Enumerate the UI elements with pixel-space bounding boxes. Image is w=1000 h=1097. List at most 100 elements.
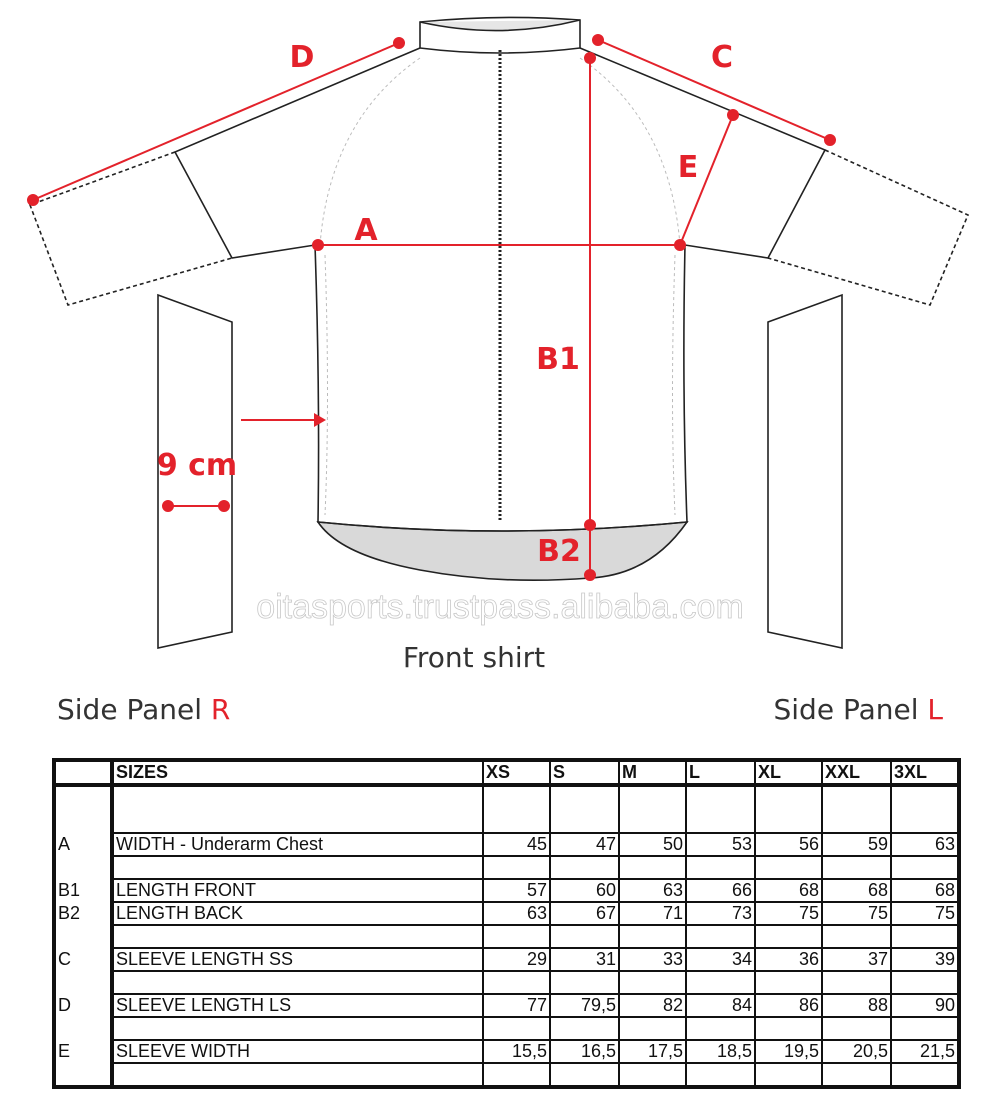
label-b2: B2: [537, 534, 581, 569]
measure-d: [32, 42, 400, 201]
size-value: 31: [549, 947, 620, 972]
watermark: oitasports.trustpass.alibaba.com: [256, 588, 744, 626]
empty-cell: [821, 970, 892, 995]
size-value: 21,5: [890, 1039, 960, 1064]
empty-cell: [821, 784, 892, 834]
size-value: 68: [754, 878, 823, 903]
empty-cell: [482, 924, 551, 949]
shirt-outline: [28, 16, 970, 649]
empty-cell: [890, 784, 960, 834]
size-value: 36: [754, 947, 823, 972]
row-name: LENGTH BACK: [111, 901, 484, 926]
jersey-diagram: oitasports.trustpass.alibaba.com D C E A…: [27, 16, 970, 726]
size-value: 67: [549, 901, 620, 926]
size-value: 88: [821, 993, 892, 1018]
size-value: 63: [482, 901, 551, 926]
label-d: D: [290, 40, 315, 75]
label-e: E: [678, 150, 699, 185]
empty-cell: [549, 1016, 620, 1041]
row-code: A: [53, 833, 114, 856]
left-sleeve-long: [28, 151, 233, 306]
spacer-row: [53, 855, 960, 880]
code-header: [53, 760, 114, 787]
spacer-row: [53, 1016, 960, 1041]
side-panel-r-shape: [157, 293, 233, 649]
empty-cell: [549, 970, 620, 995]
label-a: A: [354, 213, 378, 248]
front-shirt-caption: Front shirt: [403, 641, 545, 674]
size-value: 20,5: [821, 1039, 892, 1064]
empty-cell: [111, 1016, 484, 1041]
empty-cell: [685, 924, 756, 949]
empty-cell: [618, 784, 687, 834]
row-code: D: [53, 994, 114, 1017]
empty-cell: [111, 1062, 484, 1088]
empty-cell: [482, 1062, 551, 1088]
empty-cell: [754, 1062, 823, 1088]
measure-e: [679, 114, 734, 246]
empty-cell: [618, 924, 687, 949]
size-value: 56: [754, 832, 823, 857]
empty-cell: [890, 970, 960, 995]
size-value: 63: [890, 832, 960, 857]
row-code: B2: [53, 902, 114, 925]
empty-cell: [53, 1063, 114, 1087]
side-panel-r-caption: Side Panel R: [57, 693, 230, 726]
row-code: B1: [53, 879, 114, 902]
empty-cell: [549, 784, 620, 834]
right-sleeve-long: [767, 149, 970, 306]
side-panel-l-caption: Side Panel L: [774, 693, 944, 726]
empty-cell: [111, 924, 484, 949]
empty-cell: [111, 855, 484, 880]
size-value: 73: [685, 901, 756, 926]
size-value: 90: [890, 993, 960, 1018]
size-header-xxl: XXL: [821, 759, 892, 787]
size-value: 60: [549, 878, 620, 903]
empty-cell: [482, 784, 551, 834]
size-value: 29: [482, 947, 551, 972]
row-name: SLEEVE LENGTH LS: [111, 993, 484, 1018]
empty-cell: [482, 970, 551, 995]
empty-cell: [821, 924, 892, 949]
label-9cm: 9 cm: [157, 448, 237, 483]
row-code: C: [53, 948, 114, 971]
size-value: 47: [549, 832, 620, 857]
empty-cell: [618, 1062, 687, 1088]
row-code: E: [53, 1040, 114, 1063]
empty-cell: [53, 785, 114, 833]
empty-cell: [685, 1062, 756, 1088]
empty-cell: [685, 855, 756, 880]
size-header-l: L: [685, 759, 756, 787]
empty-cell: [53, 856, 114, 879]
size-value: 86: [754, 993, 823, 1018]
spacer-row: [53, 970, 960, 995]
size-value: 63: [618, 878, 687, 903]
empty-cell: [111, 784, 484, 834]
side-panel-l-shape: [767, 293, 843, 649]
size-header-s: S: [549, 759, 620, 787]
empty-cell: [754, 1016, 823, 1041]
empty-cell: [53, 925, 114, 948]
size-value: 75: [754, 901, 823, 926]
size-header-xl: XL: [754, 759, 823, 787]
sizes-header: SIZES: [111, 759, 484, 787]
size-value: 79,5: [549, 993, 620, 1018]
empty-cell: [754, 970, 823, 995]
empty-cell: [890, 855, 960, 880]
collar-inner: [419, 19, 581, 32]
empty-cell: [685, 970, 756, 995]
size-value: 37: [821, 947, 892, 972]
empty-cell: [549, 855, 620, 880]
empty-cell: [618, 970, 687, 995]
size-value: 39: [890, 947, 960, 972]
size-value: 84: [685, 993, 756, 1018]
size-value: 75: [890, 901, 960, 926]
measure-c: [597, 39, 831, 141]
empty-cell: [685, 1016, 756, 1041]
